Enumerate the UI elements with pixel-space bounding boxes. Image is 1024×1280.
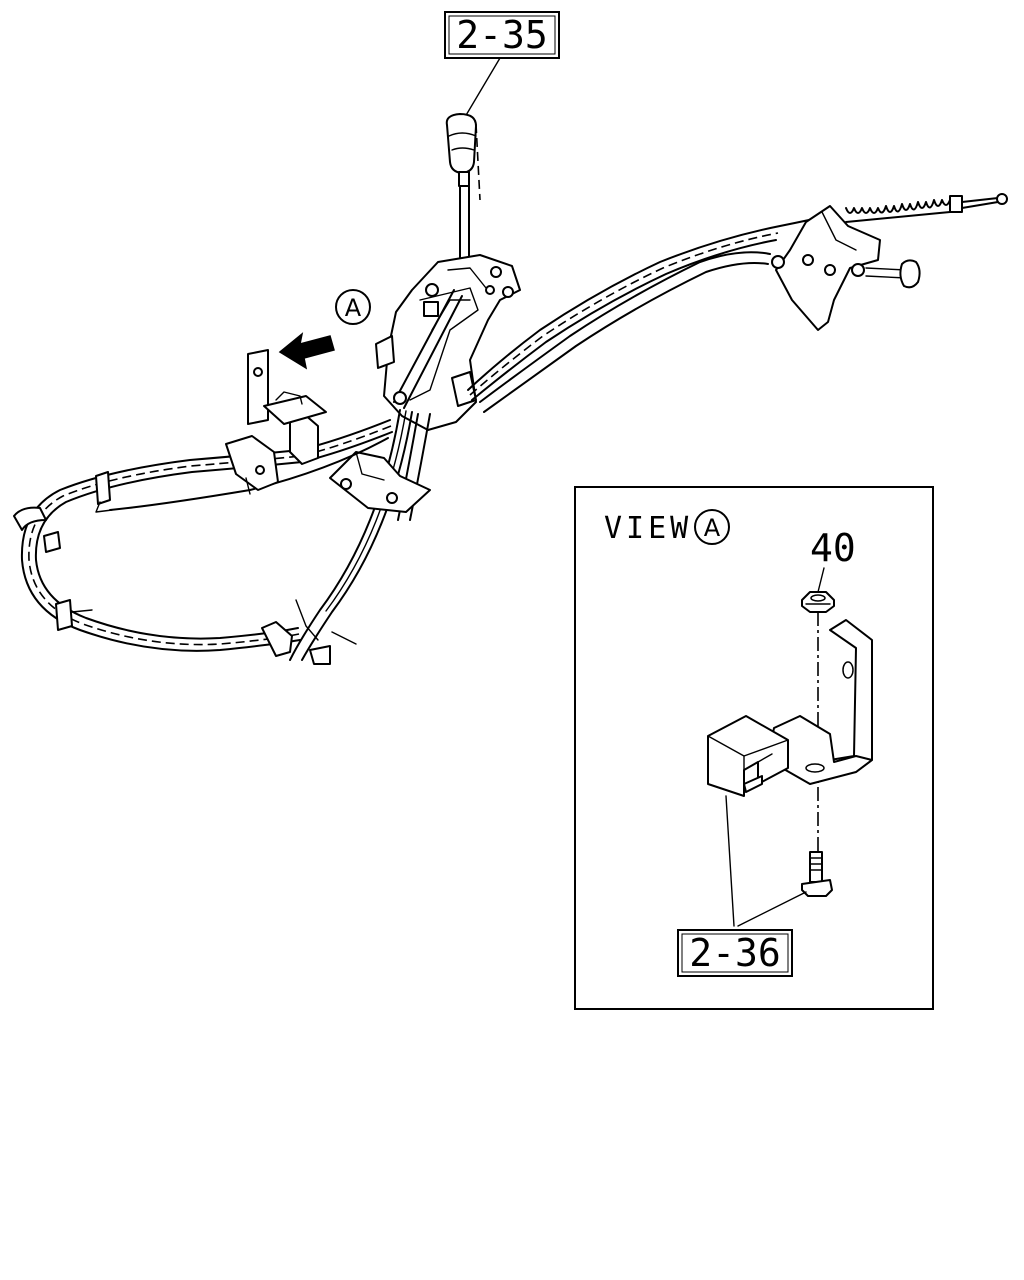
u-channel-clip[interactable] xyxy=(707,715,789,797)
leader-line xyxy=(817,567,825,593)
leader-line xyxy=(725,795,735,927)
view-a-panel: VIEW A 40 xyxy=(574,486,934,1010)
side-bracket[interactable] xyxy=(225,413,319,495)
flange-bolt[interactable] xyxy=(801,851,833,897)
cable-clip xyxy=(43,531,61,553)
leader-line xyxy=(461,57,501,123)
leader-line xyxy=(737,891,807,927)
view-label: VIEW xyxy=(604,511,692,546)
shift-lever-rod xyxy=(458,171,470,263)
view-marker-letter: A xyxy=(345,294,362,322)
view-letter-marker: A xyxy=(694,509,730,545)
flange-nut[interactable] xyxy=(801,591,835,613)
cable-spring xyxy=(845,193,1008,223)
shifter-base[interactable] xyxy=(375,254,521,431)
l-bracket-detail[interactable] xyxy=(767,619,873,785)
view-marker[interactable]: A xyxy=(335,289,371,325)
transmission-bracket[interactable] xyxy=(771,205,921,331)
callout-2-35[interactable]: 2-35 xyxy=(444,11,560,59)
view-arrow xyxy=(278,332,335,370)
callout-40-label[interactable]: 40 xyxy=(810,526,856,570)
callout-2-36[interactable]: 2-36 xyxy=(677,929,793,977)
mounting-bracket[interactable] xyxy=(247,349,327,425)
cable-clip xyxy=(261,599,357,665)
transmission-cable xyxy=(467,213,837,413)
cable-loop xyxy=(20,419,393,652)
cable-clip xyxy=(95,471,113,513)
knob-centerline xyxy=(475,123,481,201)
cable-clip xyxy=(13,506,47,531)
svg-text:A: A xyxy=(704,514,721,542)
cable-clip xyxy=(55,599,93,631)
floor-bracket[interactable] xyxy=(329,451,431,513)
callout-2-35-label: 2-35 xyxy=(456,13,548,57)
callout-2-36-label: 2-36 xyxy=(689,931,781,975)
shift-knob[interactable] xyxy=(445,113,477,174)
